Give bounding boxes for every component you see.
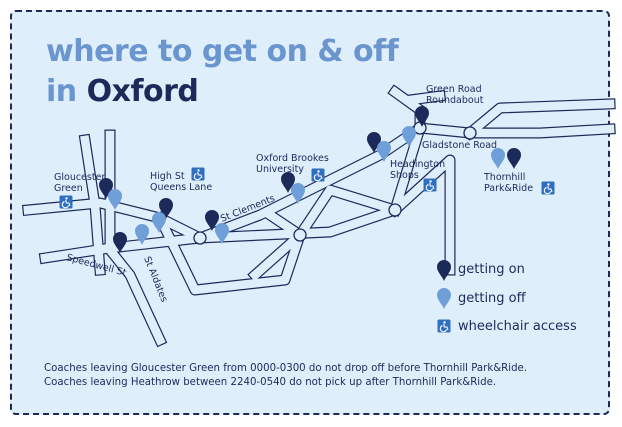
title-line2: in Oxford — [46, 74, 199, 109]
stop-label-high-st-2: Queens Lane — [150, 182, 212, 193]
stop-label-green-road-2: Roundabout — [426, 95, 484, 106]
stop-label-headington-2: Shops — [390, 170, 419, 181]
stop-label-brookes-2: University — [256, 164, 304, 175]
title-prefix: in — [46, 74, 77, 109]
title-city: Oxford — [86, 74, 199, 109]
wheelchair-icon — [190, 166, 206, 182]
map-pin-dark-icon[interactable] — [507, 148, 521, 169]
wheelchair-icon — [422, 177, 438, 193]
stop-label-thornhill-2: Park&Ride — [484, 183, 533, 194]
legend-wheelchair: wheelchair access — [458, 319, 577, 334]
road-network — [21, 84, 616, 348]
stop-label-green-road-1: Green Road — [426, 84, 482, 95]
stop-label-headington-1: Headington — [390, 159, 445, 170]
legend-getting-off: getting off — [458, 291, 526, 306]
stop-label-gloucester-green-1: Gloucester — [54, 172, 105, 183]
stop-label-high-st-1: High St — [150, 171, 185, 182]
legend-getting-on: getting on — [458, 262, 525, 277]
legend-pin-light-icon — [437, 288, 451, 309]
legend-pin-dark-icon — [437, 260, 451, 281]
wheelchair-icon — [310, 167, 326, 183]
stop-label-thornhill-1: Thornhill — [483, 172, 525, 183]
title-line1: where to get on & off — [46, 34, 399, 69]
legend-wheelchair-icon — [436, 318, 452, 334]
stop-label-brookes-1: Oxford Brookes — [256, 153, 329, 164]
wheelchair-icon — [58, 194, 74, 210]
stop-label-gladstone-road: Gladstone Road — [422, 140, 497, 151]
footnote-2: Coaches leaving Heathrow between 2240-05… — [44, 377, 497, 388]
wheelchair-icon — [540, 180, 556, 196]
map-pin-light-icon[interactable] — [491, 148, 505, 169]
stop-label-gloucester-green-2: Green — [54, 183, 83, 194]
footnote-1: Coaches leaving Gloucester Green from 00… — [44, 363, 528, 374]
